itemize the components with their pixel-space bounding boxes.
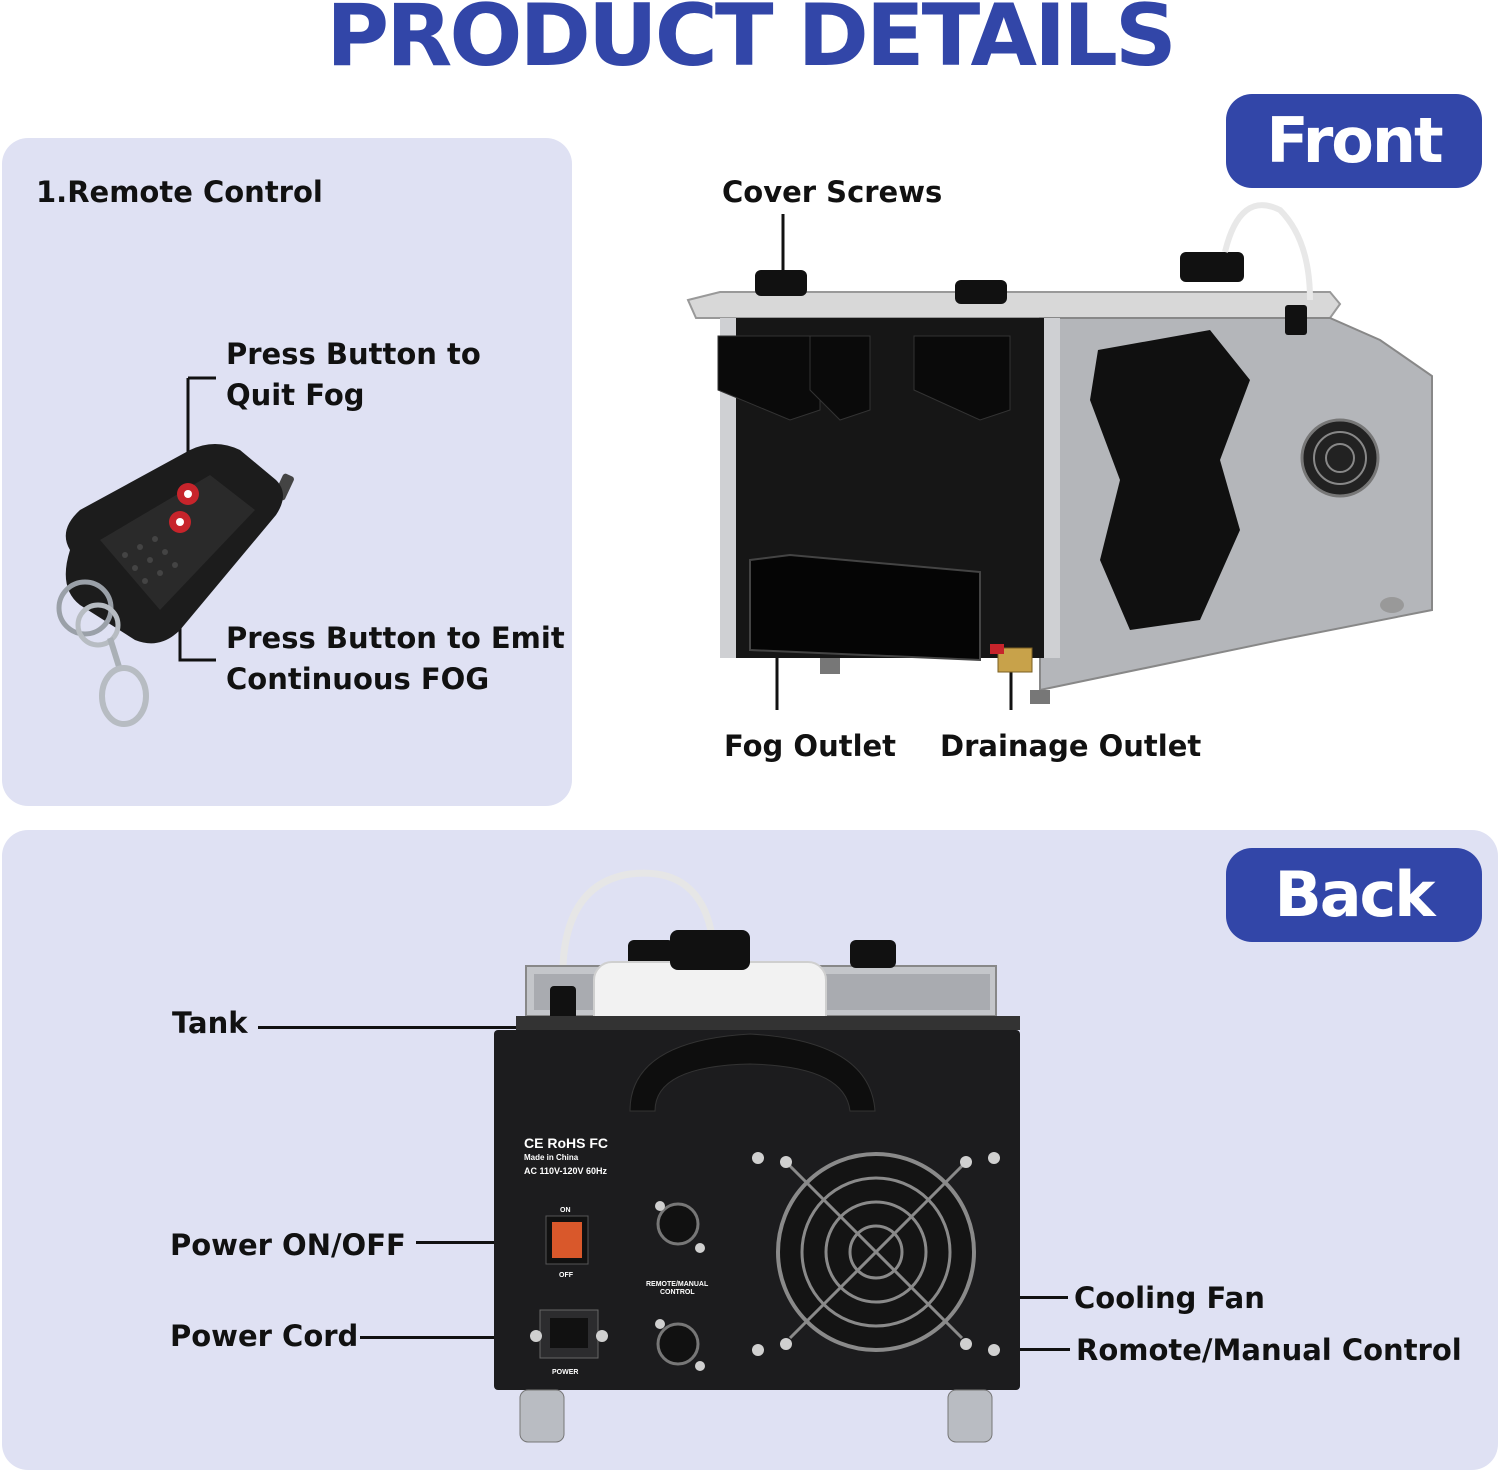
power-text: POWER [552, 1369, 578, 1376]
label-emit-2: Continuous FOG [226, 662, 490, 696]
label-drainage-outlet: Drainage Outlet [940, 729, 1202, 763]
xlr-top-icon [656, 1202, 700, 1246]
label-power-cord: Power Cord [170, 1319, 359, 1353]
remote-manual-text-2: CONTROL [660, 1289, 695, 1296]
leader-power-switch [416, 1241, 551, 1244]
voltage-text: AC 110V-120V 60Hz [524, 1166, 608, 1176]
cert-text: CE RoHS FC [524, 1135, 608, 1151]
label-cover-screws: Cover Screws [722, 175, 943, 209]
label-emit-1: Press Button to Emit [226, 621, 565, 655]
made-in-text: Made in China [524, 1153, 579, 1162]
remote-manual-text-1: REMOTE/MANUAL [646, 1281, 709, 1288]
label-cooling-fan: Cooling Fan [1074, 1281, 1265, 1315]
remote-heading: 1.Remote Control [36, 175, 323, 209]
label-power-switch: Power ON/OFF [170, 1228, 406, 1262]
label-tank: Tank [172, 1006, 248, 1040]
on-text: ON [560, 1207, 571, 1214]
xlr-bottom-icon [656, 1322, 700, 1366]
remote-control-image [56, 376, 294, 727]
label-fog-outlet: Fog Outlet [724, 729, 897, 763]
label-quit-2: Quit Fog [226, 378, 365, 412]
back-badge: Back [1226, 848, 1482, 942]
label-remote-manual: Romote/Manual Control [1076, 1333, 1462, 1367]
remote-panel [2, 138, 572, 806]
front-badge: Front [1226, 94, 1482, 188]
page-title: PRODUCT DETAILS [326, 0, 1177, 86]
back-machine-image: CE RoHS FC Made in China AC 110V-120V 60… [494, 869, 1020, 1443]
leader-power-cord [360, 1336, 536, 1339]
leader-tank [258, 1026, 650, 1029]
off-text: OFF [559, 1272, 574, 1279]
front-machine-image [686, 202, 1433, 710]
label-quit-1: Press Button to [226, 337, 481, 371]
